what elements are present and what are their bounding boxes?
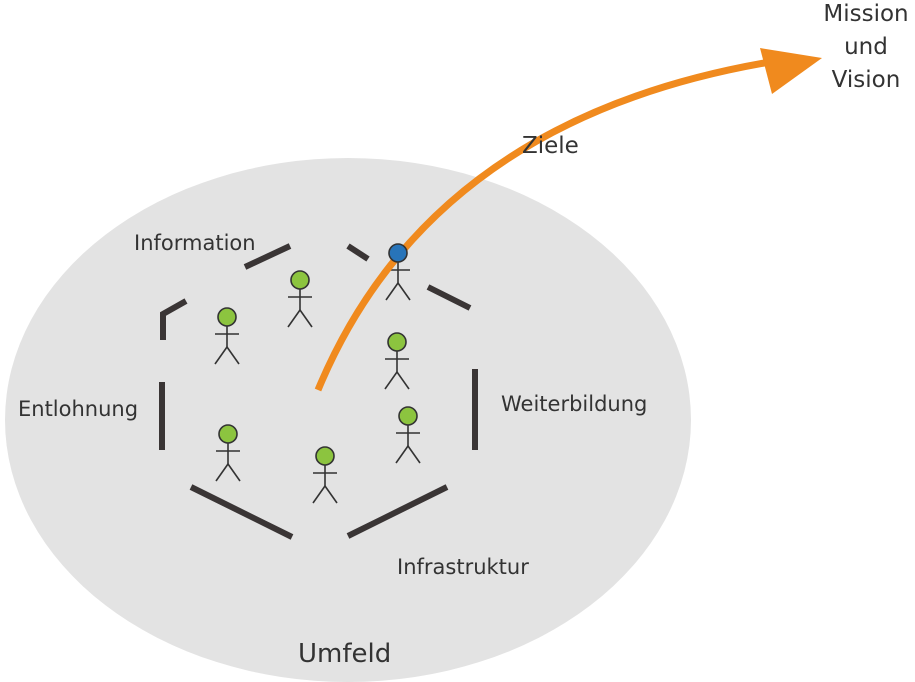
person-icon bbox=[215, 424, 241, 482]
person-icon bbox=[287, 270, 313, 328]
hexagon-frame bbox=[159, 243, 478, 540]
label-weiterbildung: Weiterbildung bbox=[501, 392, 647, 416]
label-infrastruktur: Infrastruktur bbox=[397, 555, 529, 579]
frame-segment-top-left bbox=[243, 243, 292, 270]
person-icon bbox=[395, 406, 421, 464]
highlighted-person-icon bbox=[385, 262, 411, 301]
person-icon bbox=[214, 307, 240, 365]
label-entlohnung: Entlohnung bbox=[18, 397, 138, 421]
ziele-arrow-shaft bbox=[314, 58, 771, 392]
arrow-head-icon bbox=[760, 48, 822, 94]
label-ziele: Ziele bbox=[522, 133, 579, 159]
frame-segment-top-mid bbox=[346, 243, 370, 262]
label-information: Information bbox=[134, 231, 256, 255]
label-mission-line3: Vision bbox=[832, 67, 901, 93]
people-group bbox=[214, 270, 421, 504]
frame-segment-top-right bbox=[426, 284, 472, 311]
label-mission-line2: und bbox=[844, 34, 888, 60]
person-icon bbox=[312, 446, 338, 504]
label-mission-line1: Mission bbox=[823, 1, 908, 27]
umfeld-ellipse bbox=[5, 158, 691, 682]
highlighted-person-head bbox=[388, 243, 408, 263]
person-icon bbox=[384, 332, 410, 390]
frame-segment-bottom-left bbox=[189, 484, 294, 540]
frame-segment-upper-left bbox=[160, 298, 188, 340]
label-umfeld: Umfeld bbox=[298, 639, 391, 669]
frame-segment-bottom-right bbox=[346, 484, 449, 539]
